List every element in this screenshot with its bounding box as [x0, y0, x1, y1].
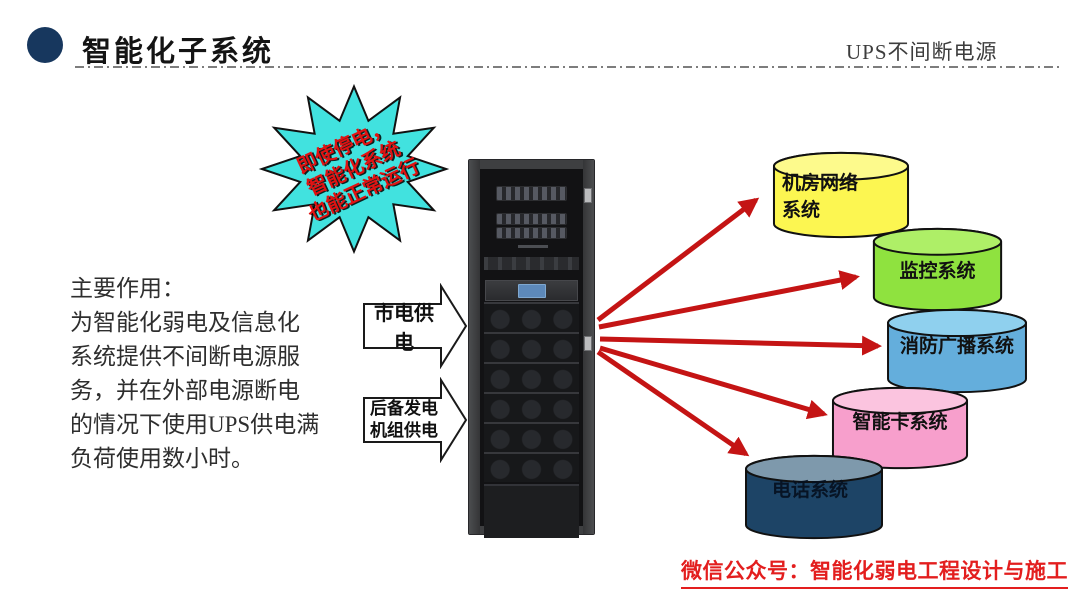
right-arrow-shape	[363, 283, 468, 369]
header-subtitle: UPS不间断电源	[846, 40, 998, 64]
fan-module	[484, 452, 579, 482]
burst-text: 即使停电， 智能化系统 也能正常运行	[293, 116, 424, 227]
cylinder-label-fire-broadcast: 消防广播系统	[899, 336, 1014, 357]
burst-shape	[258, 83, 450, 255]
cylinder-fire-broadcast-system	[886, 308, 1028, 394]
arrow-to-telephone	[596, 349, 750, 457]
mains-power-arrow: 市电供电	[363, 283, 468, 369]
cylinder-network-system	[772, 151, 910, 239]
cylinder-label-cctv: 监控系统	[899, 261, 976, 282]
fan-module	[484, 362, 579, 392]
backup-generator-arrow: 后备发电 机组供电	[363, 377, 468, 463]
cylinder-top	[833, 388, 967, 414]
rack-brand-plate	[518, 245, 548, 248]
mains-power-label: 市电供电	[374, 303, 434, 354]
fan-module	[484, 332, 579, 362]
title-bullet-circle	[27, 27, 63, 63]
main-description: 主要作用： 为智能化弱电及信息化 系统提供不间断电源服 务，并在外部电源断电 的…	[70, 276, 320, 471]
cylinder-label-smartcard: 智能卡系统	[852, 412, 948, 433]
footer-text: 微信公众号：智能化弱电工程设计与施工	[681, 555, 1068, 589]
backup-generator-label: 后备发电 机组供电	[370, 399, 438, 440]
cylinder-smartcard-system	[831, 386, 969, 470]
header-divider	[75, 66, 1063, 68]
rack-left-rail	[469, 160, 480, 534]
fan-module	[484, 302, 579, 332]
right-arrow-shape	[363, 377, 468, 463]
cylinder-top	[774, 153, 908, 180]
cylinder-telephone-system	[744, 454, 884, 540]
cylinder-top	[746, 456, 882, 482]
rack-latch	[584, 336, 592, 351]
rack-bottom-panel	[484, 484, 579, 538]
cylinder-label-network: 机房网络 系统	[782, 173, 859, 221]
rack-vent-strip	[496, 227, 567, 239]
ups-rack-image	[468, 159, 595, 538]
arrow-to-cctv	[598, 270, 860, 330]
arrow-to-fire-broadcast	[599, 335, 882, 356]
arrow-to-network	[596, 197, 760, 322]
fan-module	[484, 422, 579, 452]
cylinder-label-telephone: 电话系统	[771, 480, 848, 501]
rack-vent-strip	[496, 213, 567, 225]
arrow-to-smartcard	[599, 345, 828, 420]
rack-fan-section	[484, 302, 579, 484]
rack-module-row	[484, 257, 579, 270]
rack-display-bar	[485, 280, 578, 301]
page-title: 智能化子系统	[82, 36, 275, 68]
rack-vent-strip	[496, 186, 567, 201]
cylinder-cctv-system	[872, 227, 1003, 312]
cylinder-top	[888, 310, 1026, 336]
rack-lcd-screen	[517, 284, 546, 298]
starburst-callout: 即使停电， 智能化系统 也能正常运行	[258, 83, 450, 255]
fan-module	[484, 392, 579, 422]
rack-latch	[584, 188, 592, 203]
rack-interior	[480, 169, 583, 538]
cylinder-top	[874, 229, 1001, 255]
burst-text-wrap: 即使停电， 智能化系统 也能正常运行	[258, 83, 450, 255]
